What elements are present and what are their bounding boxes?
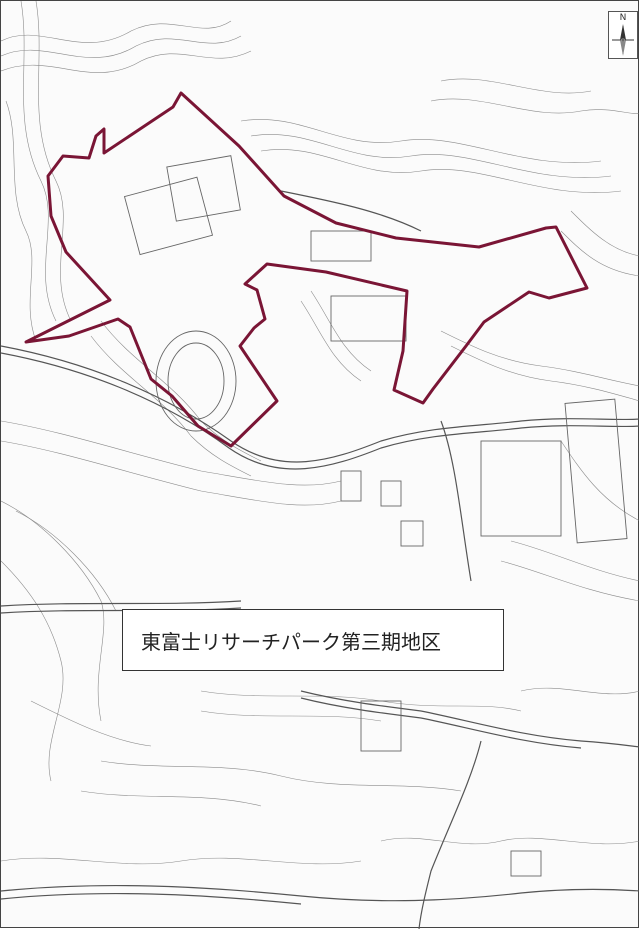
- roads: [1, 190, 639, 929]
- contour-lines: [1, 1, 639, 865]
- area-label: 東富士リサーチパーク第三期地区: [122, 609, 504, 671]
- north-arrow-icon: [612, 24, 634, 56]
- facilities: [123, 155, 628, 877]
- north-label: N: [619, 13, 627, 23]
- north-arrow: N: [608, 11, 638, 59]
- project-boundary: [24, 91, 589, 448]
